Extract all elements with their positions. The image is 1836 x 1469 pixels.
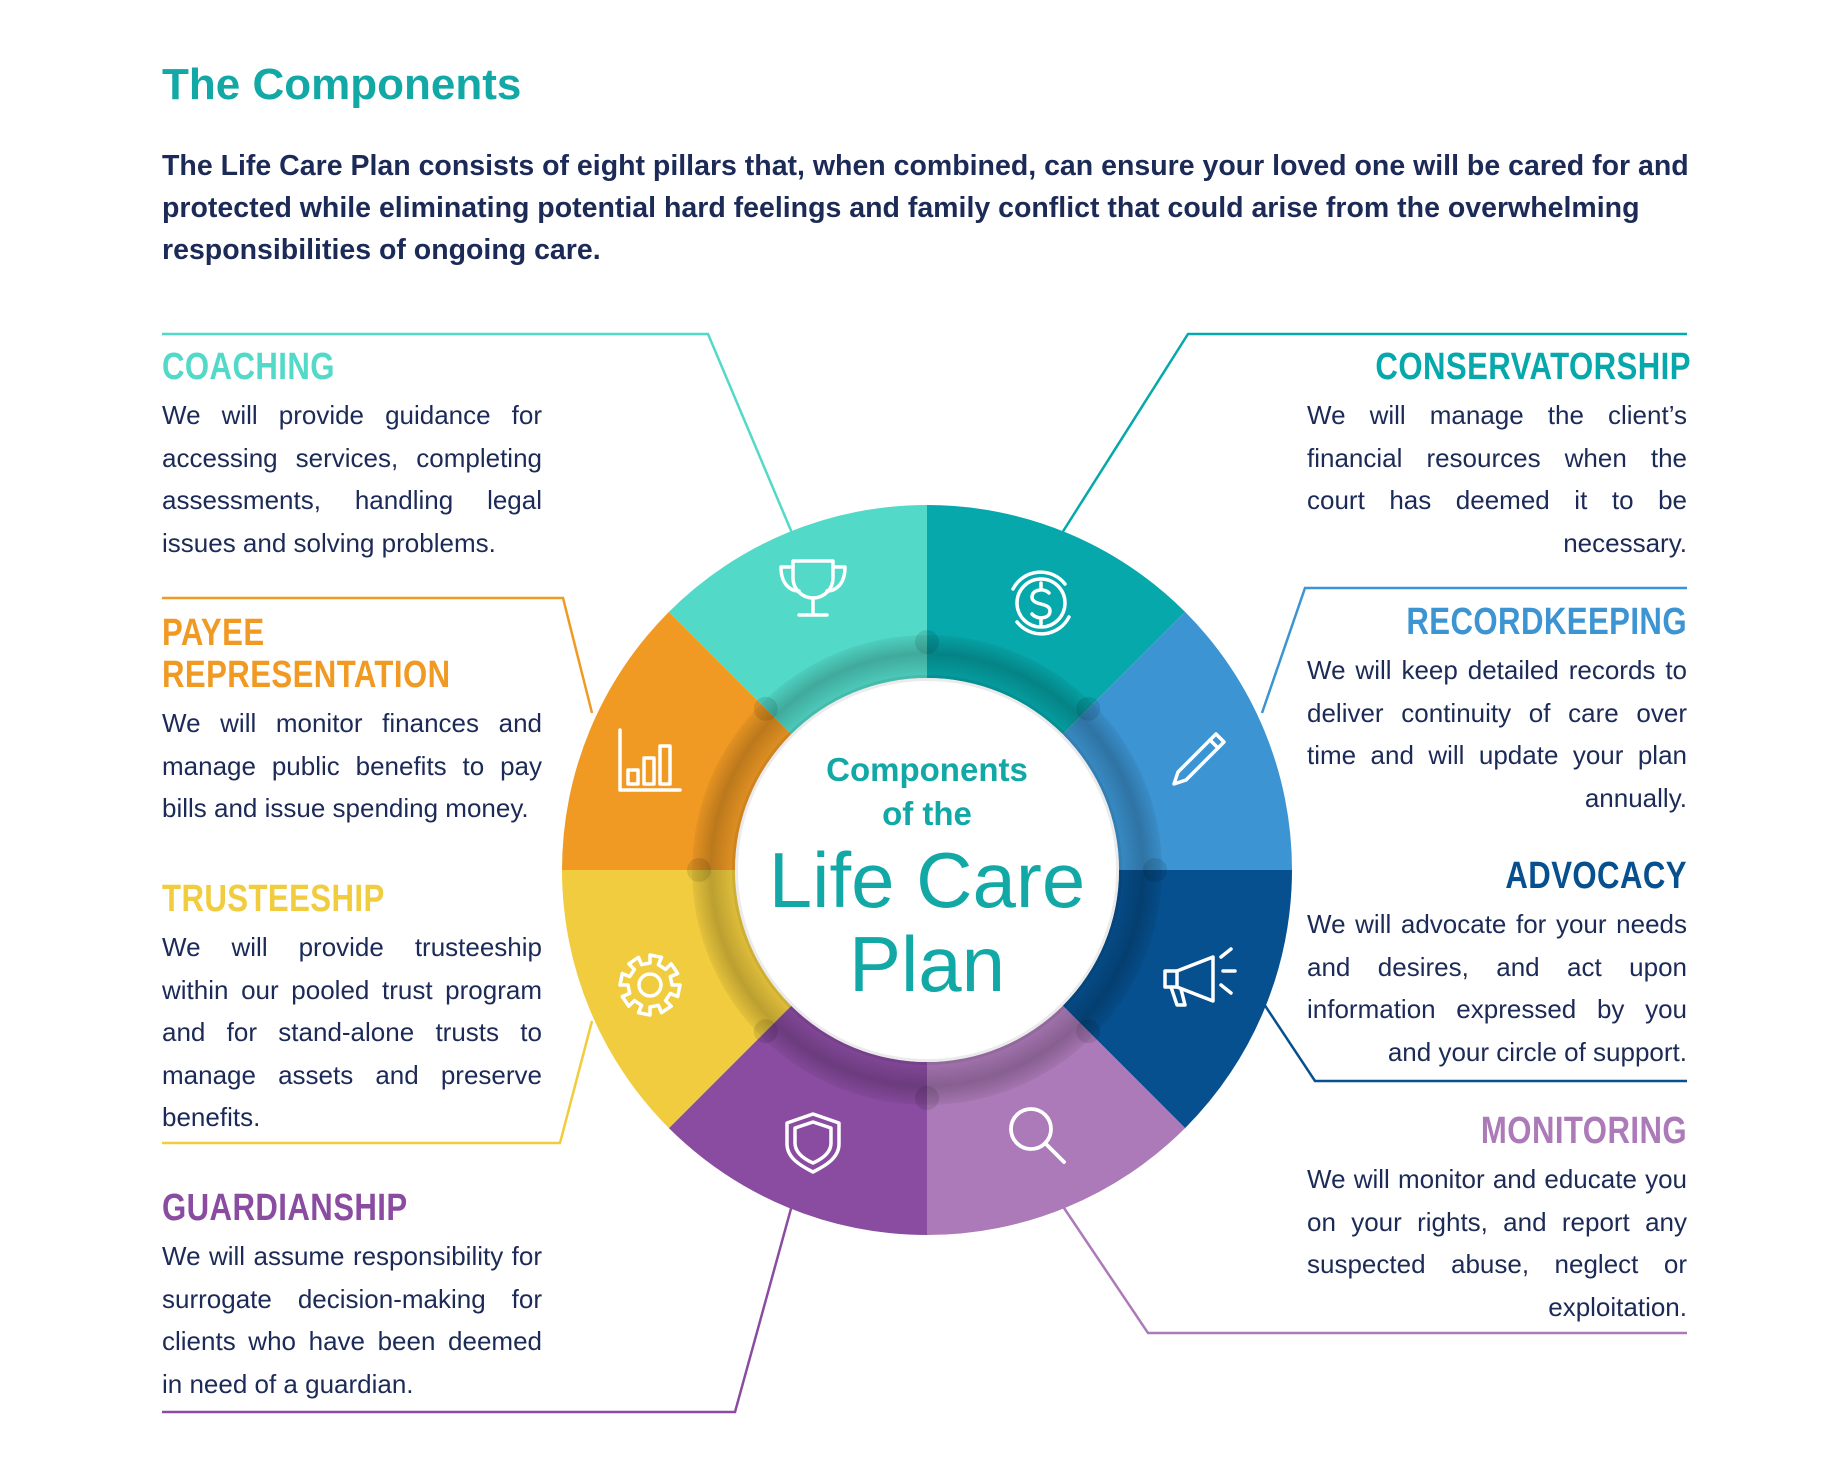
- pillar-guardianship: GUARDIANSHIP We will assume responsibili…: [162, 1187, 542, 1405]
- pillar-title: RECORDKEEPING: [1406, 601, 1687, 643]
- pillar-recordkeeping: RECORDKEEPING We will keep detailed reco…: [1307, 601, 1687, 819]
- connector-payee: [162, 596, 594, 714]
- pillar-description: We will manage the client’s financial re…: [1307, 400, 1687, 558]
- pillar-payee-representation: PAYEE REPRESENTATION We will monitor fin…: [162, 612, 542, 830]
- pillar-description: We will provide trusteeship within our p…: [162, 932, 542, 1132]
- pillar-title: MONITORING: [1480, 1110, 1687, 1152]
- pillar-title: PAYEE REPRESENTATION: [162, 612, 474, 696]
- connector-trusteeship: [162, 1020, 594, 1145]
- pillar-title: GUARDIANSHIP: [162, 1187, 408, 1229]
- pillar-description: We will monitor and educate you on your …: [1307, 1164, 1687, 1322]
- pillar-description: We will provide guidance for accessing s…: [162, 400, 542, 558]
- connector-guardianship: [162, 1204, 794, 1414]
- connector-coaching: [162, 332, 794, 534]
- connector-recordkeeping: [1260, 586, 1687, 714]
- pillar-description: We will advocate for your needs and desi…: [1307, 909, 1687, 1067]
- pillar-title: ADVOCACY: [1505, 855, 1687, 897]
- megaphone-icon: [1163, 947, 1237, 1007]
- dollar-icon: [1011, 570, 1071, 636]
- intro-paragraph: The Life Care Plan consists of eight pil…: [162, 150, 1689, 266]
- magnifier-icon: [1009, 1107, 1066, 1164]
- connector-advocacy: [1260, 1000, 1687, 1083]
- pillar-description: We will keep detailed records to deliver…: [1307, 655, 1687, 813]
- pillar-coaching: COACHING We will provide guidance for ac…: [162, 346, 542, 564]
- bar-chart-icon: [618, 728, 682, 792]
- center-line-3: Life Care: [768, 836, 1086, 924]
- pillar-trusteeship: TRUSTEESHIP We will provide trusteeship …: [162, 878, 542, 1139]
- connector-conservatorship: [1060, 332, 1687, 534]
- shield-icon: [785, 1112, 841, 1174]
- pillar-title: TRUSTEESHIP: [162, 878, 385, 920]
- center-line-4: Plan: [848, 920, 1006, 1008]
- gear-icon: [618, 953, 682, 1017]
- connector-monitoring: [1060, 1204, 1687, 1335]
- center-line-2: of the: [882, 795, 972, 832]
- pillar-title: COACHING: [162, 346, 335, 388]
- pillar-title-line-2: REPRESENTATION: [162, 654, 451, 696]
- pillar-advocacy: ADVOCACY We will advocate for your needs…: [1307, 855, 1687, 1073]
- center-disc-edge: [732, 675, 1122, 1065]
- pencil-icon: [1172, 732, 1226, 786]
- center-title: Life Care Plan: [707, 838, 1147, 1006]
- center-disc: [735, 678, 1119, 1062]
- pillar-title-line-1: PAYEE: [162, 612, 265, 654]
- page-title: The Components: [162, 60, 522, 109]
- trophy-icon: [779, 559, 847, 617]
- center-line-1: Components: [826, 751, 1028, 788]
- pillar-description: We will monitor finances and manage publ…: [162, 708, 542, 823]
- pillar-title: CONSERVATORSHIP: [1375, 346, 1691, 388]
- center-subtitle: Components of the: [707, 748, 1147, 836]
- pillar-conservatorship: CONSERVATORSHIP We will manage the clien…: [1307, 346, 1691, 564]
- pillar-description: We will assume responsibility for surrog…: [162, 1241, 542, 1399]
- pillar-monitoring: MONITORING We will monitor and educate y…: [1307, 1110, 1687, 1328]
